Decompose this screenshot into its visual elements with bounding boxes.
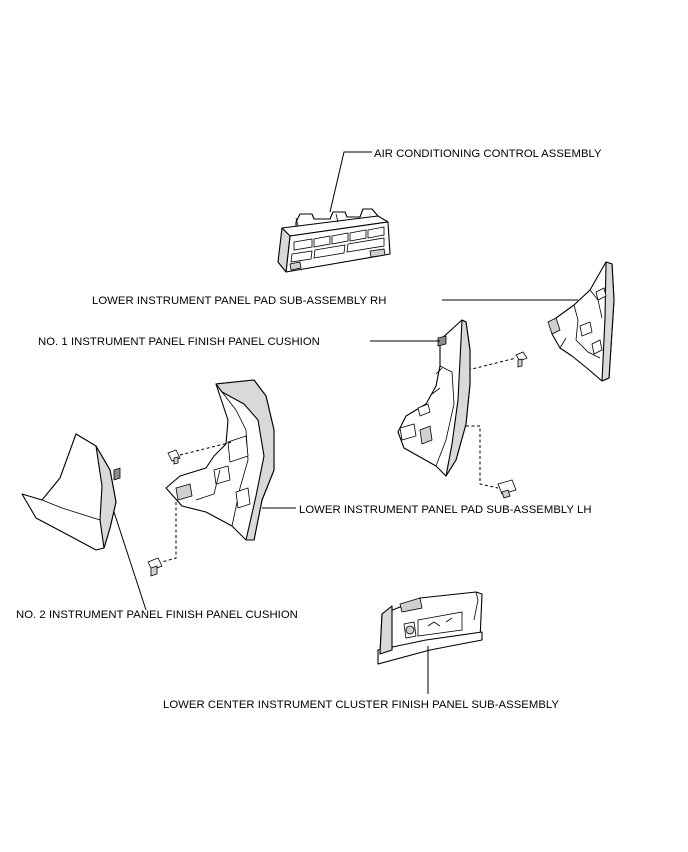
no2-cushion-leader — [113, 511, 147, 611]
screw-rh-dash — [467, 357, 517, 371]
no2-cushion-label: NO. 2 INSTRUMENT PANEL FINISH PANEL CUSH… — [16, 609, 298, 621]
screw-rh — [515, 351, 528, 368]
lower-pad-rh-label: LOWER INSTRUMENT PANEL PAD SUB-ASSEMBLY … — [92, 295, 386, 307]
clip-lower — [497, 479, 517, 499]
no1-cushion-label: NO. 1 INSTRUMENT PANEL FINISH PANEL CUSH… — [38, 336, 320, 348]
no1-instrument-panel-finish-panel-cushion — [397, 319, 471, 477]
lower-center-instrument-cluster-finish-panel — [377, 591, 483, 665]
lower-instrument-panel-pad-lh — [165, 379, 275, 541]
no2-instrument-panel-finish-panel-cushion — [21, 433, 121, 551]
clip-lh — [147, 557, 163, 577]
air-conditioning-control-assembly — [277, 208, 391, 273]
lower-center-cluster-label: LOWER CENTER INSTRUMENT CLUSTER FINISH P… — [163, 699, 559, 711]
clip-lower-dash — [466, 425, 499, 489]
clip-lh-dash — [161, 502, 177, 563]
air-conditioning-leader — [329, 151, 372, 213]
lower-pad-lh-label: LOWER INSTRUMENT PANEL PAD SUB-ASSEMBLY … — [299, 504, 592, 516]
lower-instrument-panel-pad-rh — [547, 261, 615, 382]
air-conditioning-label: AIR CONDITIONING CONTROL ASSEMBLY — [374, 148, 602, 160]
screw-lh — [167, 449, 181, 465]
screw-lh-dash — [179, 441, 233, 456]
